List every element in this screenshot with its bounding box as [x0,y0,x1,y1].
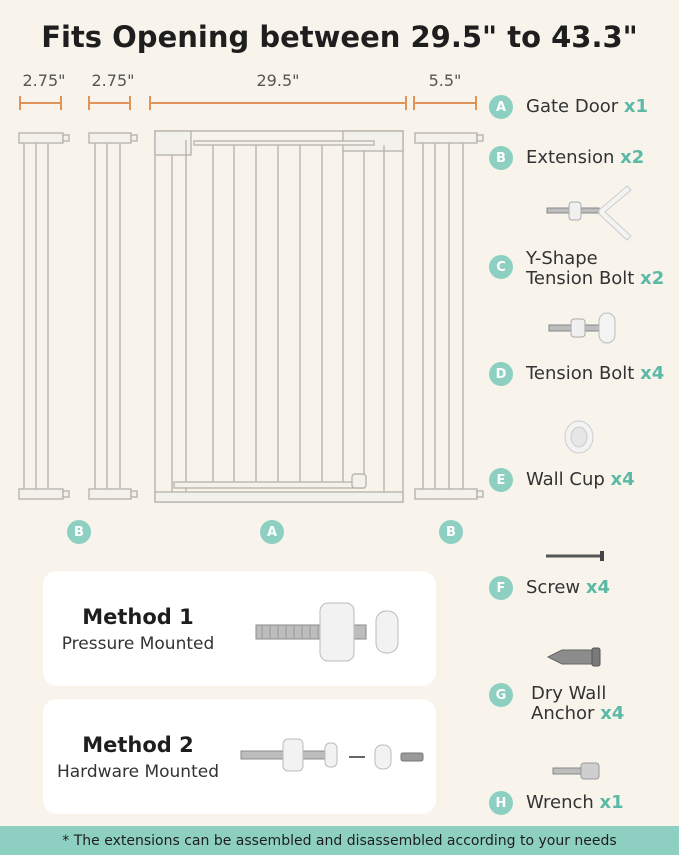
part-badge-b: B [489,146,513,170]
part-qty: x2 [620,147,645,168]
method-1-card: Method 1 Pressure Mounted [43,571,436,686]
extension-panel-right [414,132,484,500]
part-label-tension-bolt: Tension Bolt x4 [526,364,664,384]
part-name-line1: Y-Shape [526,248,598,269]
part-name: Wall Cup [526,469,605,490]
hardware-mount-icon [240,738,424,772]
part-qty: x4 [600,703,625,724]
dimension-label: 2.75" [22,71,66,90]
method-2-title: Method 2 [82,733,194,757]
method-2-subtitle: Hardware Mounted [56,762,219,782]
gate-door-panel [154,130,404,503]
wall-cup-icon [564,420,594,454]
method-2-card: Method 2 Hardware Mounted [43,699,436,814]
part-label-y-shape-tension-bolt: Y-Shape Tension Bolt x2 [526,249,664,289]
part-qty: x1 [623,96,648,117]
part-badge-d: D [489,362,513,386]
part-name: Wrench [526,792,594,813]
part-label-extension: Extension x2 [526,148,644,168]
part-name: Gate Door [526,96,619,117]
part-badge-h: H [489,791,513,815]
page-title: Fits Opening between 29.5" to 43.3" [41,20,638,54]
dimension-label: 5.5" [428,71,462,90]
part-badge-c: C [489,255,513,279]
part-name-line2: Anchor [531,703,595,724]
extension-panel-left-2 [88,132,138,500]
y-shape-tension-bolt-icon [546,185,632,241]
part-qty: x1 [599,792,624,813]
part-label-gate-door: Gate Door x1 [526,97,648,117]
method-1-subtitle: Pressure Mounted [61,634,215,654]
panel-badge-b-left: B [67,520,91,544]
part-badge-g: G [489,683,513,707]
drywall-anchor-icon [546,647,601,667]
part-qty: x4 [585,577,610,598]
part-badge-a: A [489,95,513,119]
extension-panel-left-1 [18,132,70,500]
part-qty: x2 [640,268,665,289]
screw-icon [546,551,604,561]
part-name-line2: Tension Bolt [526,268,635,289]
part-label-screw: Screw x4 [526,578,610,598]
pressure-bolt-icon [255,602,399,662]
part-name-line1: Dry Wall [531,683,607,704]
tension-bolt-icon [548,312,616,344]
part-name: Extension [526,147,615,168]
part-name: Screw [526,577,581,598]
footer-note: * The extensions can be assembled and di… [0,826,679,855]
wrench-icon [552,762,600,780]
panel-badge-b-right: B [439,520,463,544]
dimension-label: 2.75" [91,71,135,90]
part-label-wall-cup: Wall Cup x4 [526,470,635,490]
panel-badge-a: A [260,520,284,544]
dimension-label: 29.5" [256,71,300,90]
part-name: Tension Bolt [526,363,635,384]
part-label-wrench: Wrench x1 [526,793,624,813]
part-qty: x4 [640,363,665,384]
part-badge-e: E [489,468,513,492]
part-qty: x4 [610,469,635,490]
method-1-title: Method 1 [82,605,194,629]
part-label-drywall-anchor: Dry Wall Anchor x4 [531,684,624,724]
part-badge-f: F [489,576,513,600]
